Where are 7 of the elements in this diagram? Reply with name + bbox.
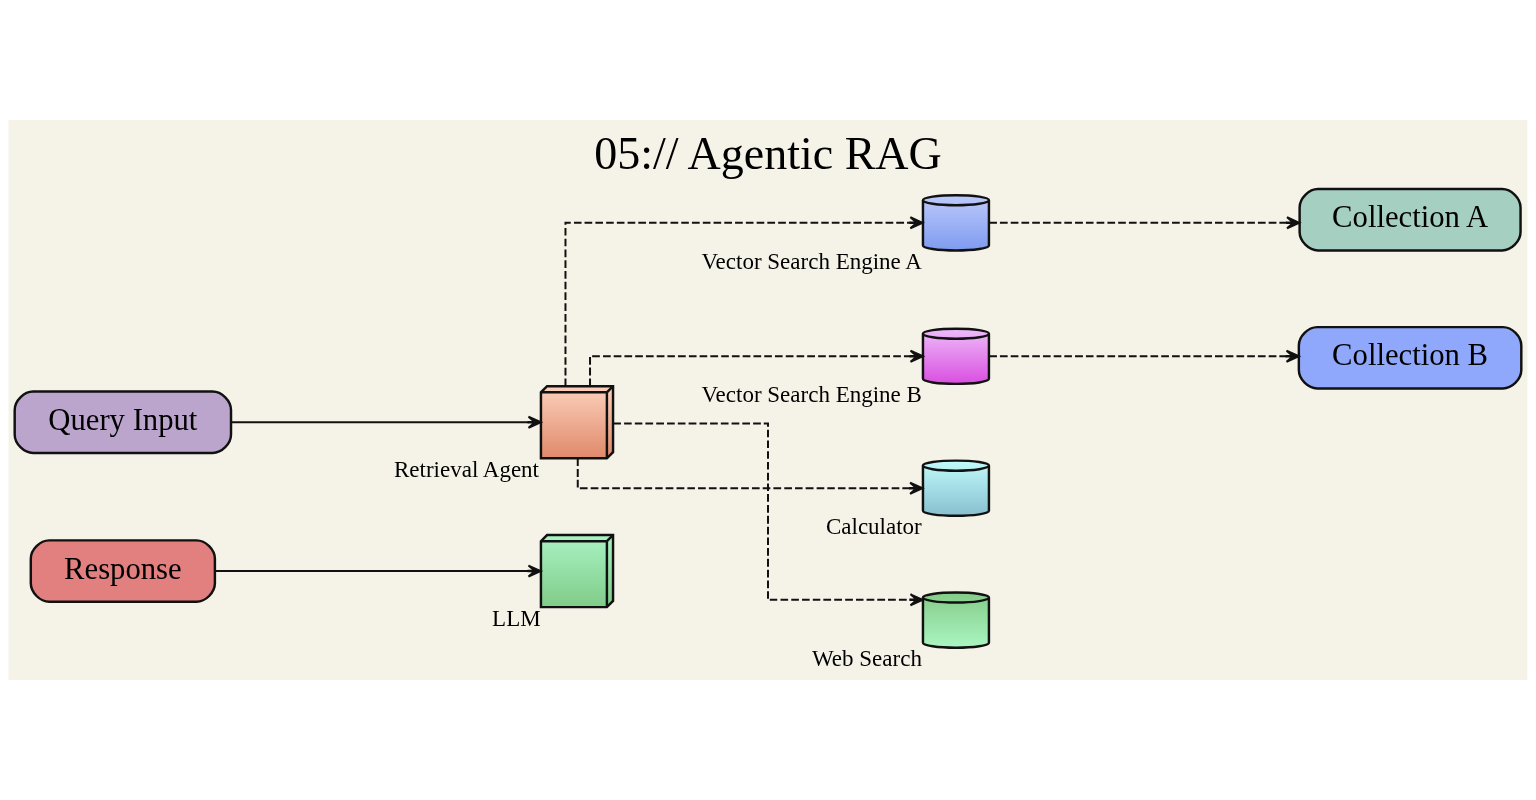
node-label: Web Search bbox=[812, 645, 922, 672]
node-label: Retrieval Agent bbox=[394, 455, 540, 482]
node-label: LLM bbox=[492, 604, 541, 631]
node-label: Vector Search Engine A bbox=[701, 247, 922, 274]
node-label: Vector Search Engine B bbox=[701, 381, 922, 408]
node-label: Calculator bbox=[825, 513, 922, 540]
diagram-title: 05:// Agentic RAG bbox=[594, 128, 942, 180]
